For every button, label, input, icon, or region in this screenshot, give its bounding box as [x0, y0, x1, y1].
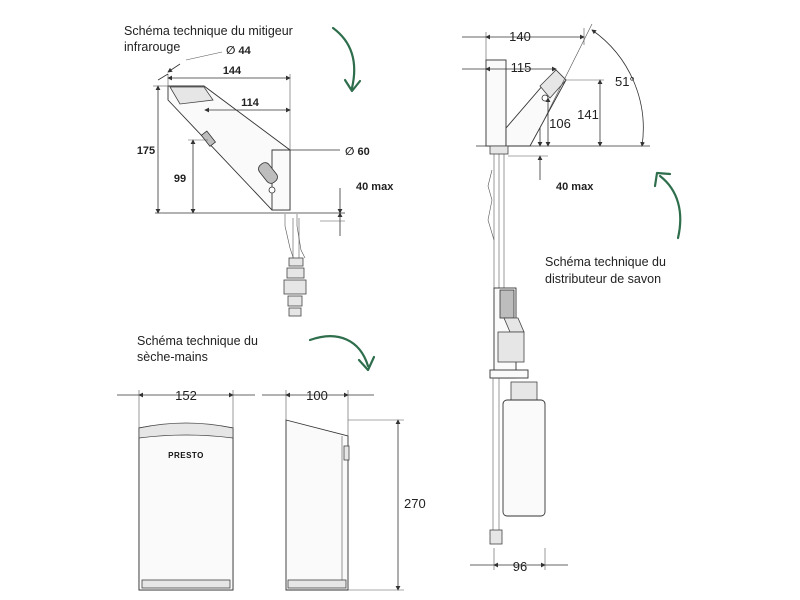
mixer-height-lower: 99 — [174, 173, 186, 185]
soap-inner: 115 — [511, 60, 532, 75]
dryer-caption-line2: sèche-mains — [137, 350, 208, 364]
dryer-width-front: 152 — [175, 388, 197, 403]
soap-caption-line2: distributeur de savon — [545, 272, 661, 286]
mixer-diameter-base: ∅ 60 — [345, 146, 370, 158]
hand-dryer-drawing: PRESTO 152 100 270 — [117, 388, 426, 591]
soap-dispenser-drawing: 140 115 51° 141 106 40 max 96 — [462, 23, 650, 574]
dryer-height: 270 — [404, 496, 426, 511]
mixer-drawing: 144 114 ∅ 44 175 99 ∅ 60 40 max — [137, 45, 394, 317]
soap-height-inner: 106 — [549, 116, 571, 131]
dryer-depth-side: 100 — [306, 388, 328, 403]
soap-angle: 51° — [615, 74, 635, 89]
dryer-brand-label: PRESTO — [168, 451, 204, 460]
soap-width-bottom: 96 — [513, 559, 527, 574]
curved-arrow-icon — [653, 171, 682, 240]
mixer-height-total: 175 — [137, 145, 155, 157]
mixer-caption-line1: Schéma technique du mitigeur — [124, 24, 293, 38]
soap-caption-line1: Schéma technique du — [545, 255, 666, 269]
mixer-max-thickness: 40 max — [356, 181, 394, 193]
dryer-caption-line1: Schéma technique du — [137, 334, 258, 348]
mixer-inner: 114 — [241, 97, 260, 109]
curved-arrow-icon — [331, 26, 362, 93]
mixer-caption-line2: infrarouge — [124, 40, 180, 54]
mixer-width-top: 144 — [223, 65, 242, 77]
soap-height-outer: 141 — [577, 107, 599, 122]
mixer-diameter-top: ∅ 44 — [226, 45, 252, 57]
curved-arrow-icon — [308, 335, 376, 372]
soap-width-top: 140 — [509, 29, 531, 44]
soap-max-thickness: 40 max — [556, 181, 594, 193]
